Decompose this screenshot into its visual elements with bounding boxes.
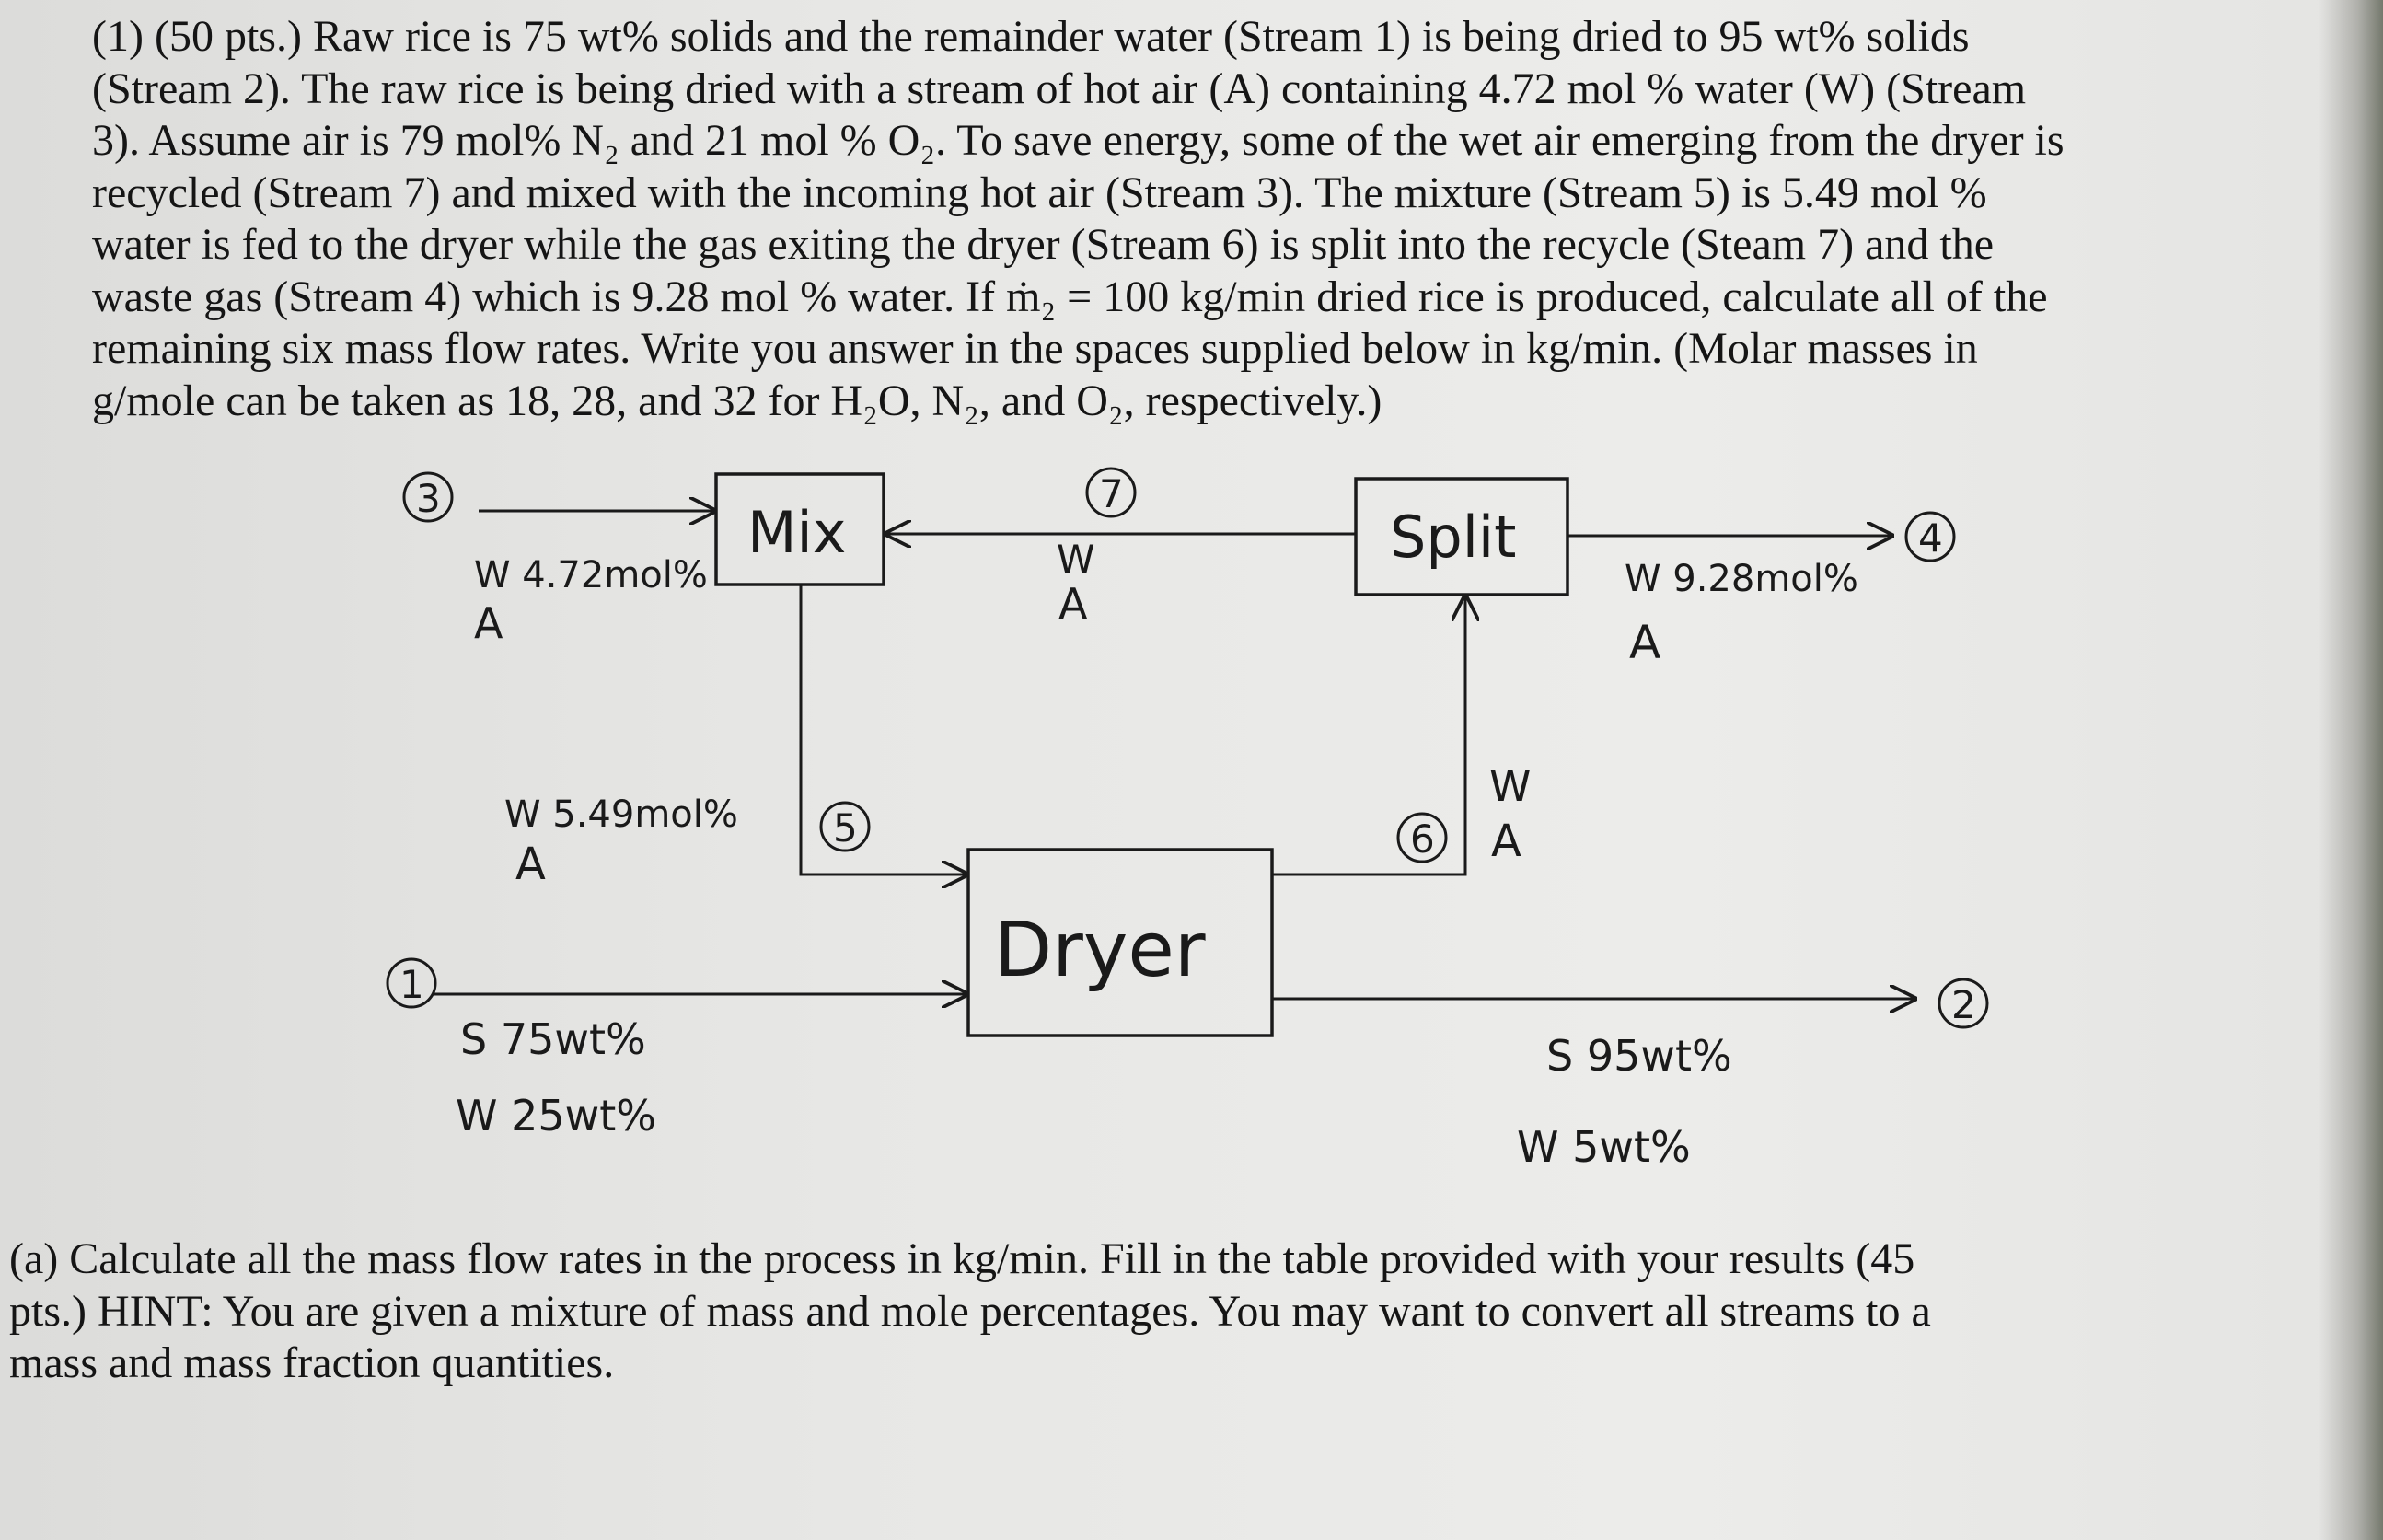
problem-line: g/mole can be taken as 18, 28, and 32 fo… — [92, 376, 1382, 425]
stream-5-water-label: W 5.49mol% — [504, 793, 738, 836]
stream-1-water-label: W 25wt% — [456, 1091, 656, 1141]
svg-text:7: 7 — [1099, 471, 1124, 516]
dryer-unit: Dryer — [966, 848, 1274, 1037]
problem-line: remaining six mass flow rates. Write you… — [92, 324, 1978, 373]
stream-1-solids-label: S 75wt% — [460, 1014, 646, 1064]
svg-text:2: 2 — [1951, 982, 1976, 1027]
stream-6-arrow — [1272, 596, 1465, 876]
problem-line: recycled (Stream 7) and mixed with the i… — [92, 168, 1987, 217]
stream-4-number: 4 — [1904, 511, 1956, 562]
stream-4-air-label: A — [1629, 616, 1660, 669]
stream-2-water-label: W 5wt% — [1517, 1122, 1691, 1172]
stream-3-water-label: W 4.72mol% — [474, 554, 708, 596]
split-unit: Split — [1354, 477, 1569, 596]
svg-text:4: 4 — [1918, 515, 1943, 561]
question-a-line: pts.) HINT: You are given a mixture of m… — [9, 1286, 1931, 1336]
stream-5-number: 5 — [819, 801, 871, 852]
stream-6-water-label: W — [1489, 761, 1531, 811]
mix-label: Mix — [747, 499, 846, 566]
stream-6-number: 6 — [1396, 812, 1448, 863]
stream-3-air-label: A — [474, 598, 503, 648]
dryer-label: Dryer — [994, 907, 1206, 994]
stream-7-water-label: W — [1057, 537, 1095, 582]
stream-6-air-label: A — [1491, 816, 1521, 867]
question-a-line: (a) Calculate all the mass flow rates in… — [9, 1234, 1915, 1283]
stream-5-arrow — [799, 585, 966, 874]
svg-text:5: 5 — [833, 805, 858, 851]
stream-7-number: 7 — [1085, 467, 1137, 518]
stream-7-air-label: A — [1058, 579, 1088, 629]
stream-5-air-label: A — [515, 839, 546, 890]
question-a: (a) Calculate all the mass flow rates in… — [9, 1233, 1931, 1390]
stream-3-number: 3 — [402, 471, 454, 523]
split-label: Split — [1390, 504, 1516, 571]
problem-line: (1) (50 pts.) Raw rice is 75 wt% solids … — [92, 12, 1970, 61]
problem-line: waste gas (Stream 4) which is 9.28 mol %… — [92, 272, 2048, 321]
problem-statement: (1) (50 pts.) Raw rice is 75 wt% solids … — [92, 11, 2065, 427]
problem-line: (Stream 2). The raw rice is being dried … — [92, 64, 2027, 113]
stream-2-number: 2 — [1938, 978, 1989, 1029]
page-edge-shadow — [2319, 0, 2383, 1540]
question-a-line: mass and mass fraction quantities. — [9, 1338, 615, 1387]
svg-text:1: 1 — [399, 962, 424, 1007]
svg-text:3: 3 — [416, 476, 441, 521]
stream-1-number: 1 — [386, 957, 437, 1009]
stream-4-water-label: W 9.28mol% — [1625, 558, 1858, 600]
svg-text:6: 6 — [1410, 816, 1435, 862]
problem-line: 3). Assume air is 79 mol% N₂ and 21 mol … — [92, 116, 2065, 165]
problem-line: water is fed to the dryer while the gas … — [92, 220, 1995, 269]
dryer-box — [966, 848, 1274, 1037]
mix-unit: Mix — [714, 472, 885, 586]
stream-2-solids-label: S 95wt% — [1546, 1031, 1732, 1081]
